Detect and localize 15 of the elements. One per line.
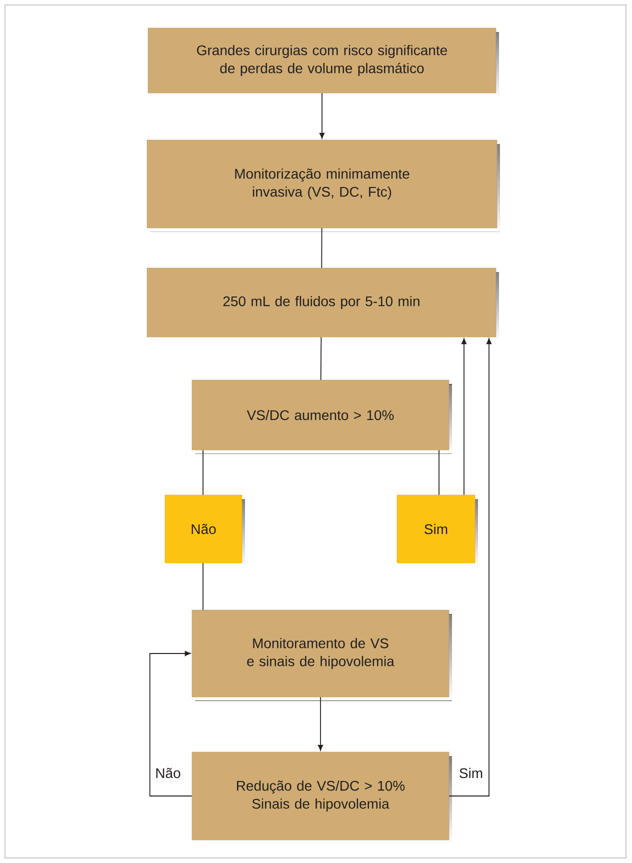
answer-box: Não: [164, 494, 245, 567]
arrow: [448, 338, 492, 796]
edge-label: Não: [154, 766, 182, 780]
process-box: 250 mL de fluidos por 5-10 min: [146, 268, 499, 341]
process-box: Monitorização minimamente invasiva (VS, DC, Ftc): [146, 140, 500, 232]
arrow: [149, 650, 192, 796]
answer-box: Sim: [396, 494, 478, 567]
arrow: [319, 92, 325, 139]
process-box: VS/DC aumento > 10%: [192, 380, 452, 454]
arrow: [461, 338, 467, 496]
edge-label: Sim: [458, 766, 484, 780]
arrow: [318, 696, 324, 751]
process-box: Grandes cirurgias com risco significante de perdas de volume plasmático: [148, 28, 499, 97]
process-box: Monitoramento de VS e sinais de hipovolemia: [192, 610, 452, 701]
process-box: Redução de VS/DC > 10% Sinais de hipovolemia: [192, 752, 452, 844]
